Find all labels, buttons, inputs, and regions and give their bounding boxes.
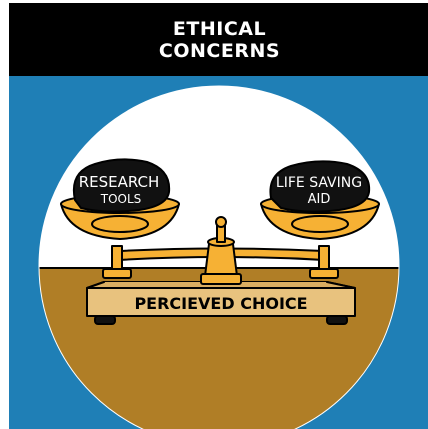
left-weight (73, 158, 171, 213)
left-pan-label-line-1: RESEARCH (79, 173, 160, 191)
right-pan (260, 160, 380, 240)
left-pan (60, 158, 180, 240)
left-pan-stand (102, 245, 132, 279)
balance-scale-icon (60, 158, 380, 325)
scale-center-post (204, 243, 238, 277)
title-line-1: ETHICAL (172, 17, 267, 40)
right-pan-label-line-2: AID (308, 192, 331, 207)
title-bar: ETHICAL CONCERNS (9, 3, 428, 76)
right-pan-stand (309, 245, 339, 279)
base-label: PERCIEVED CHOICE (134, 294, 307, 313)
scale-scene: RESEARCH TOOLS LIFE SAVING AID PERCIEVED… (9, 76, 428, 429)
right-weight (269, 160, 371, 213)
left-pan-label-line-2: TOOLS (100, 192, 142, 206)
right-pan-label-line-1: LIFE SAVING (276, 175, 362, 191)
title-line-2: CONCERNS (158, 39, 281, 62)
